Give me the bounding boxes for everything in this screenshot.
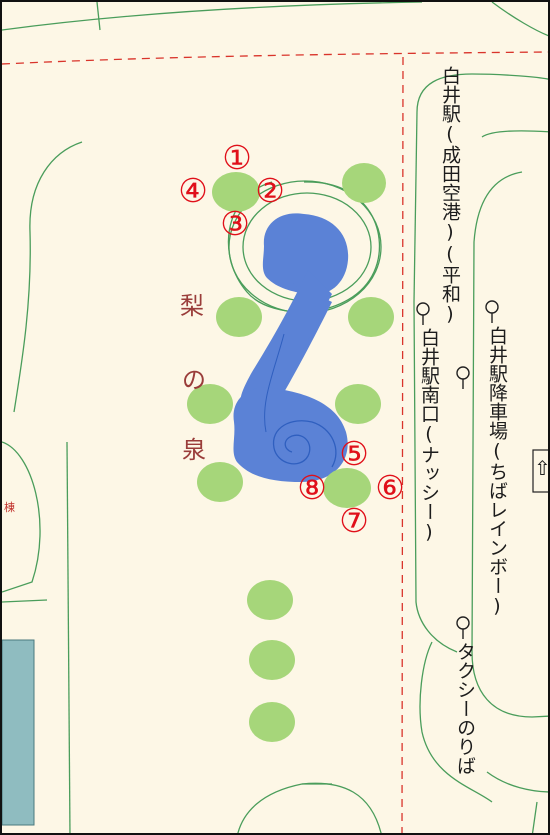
taxi-stand-label[interactable]: タクシーのりば: [454, 642, 476, 775]
fountain-spiral: [272, 420, 337, 468]
fountain-pool: [233, 387, 348, 482]
building-label: 棟: [4, 501, 15, 514]
bus-stop-icon[interactable]: [415, 302, 431, 326]
tree: [335, 384, 381, 424]
building-outline: [2, 441, 41, 593]
road-line: [96, 2, 101, 31]
marker-5[interactable]: ⑤: [339, 434, 369, 473]
road-line: [491, 2, 548, 37]
bus-stop-icon[interactable]: [484, 300, 500, 324]
road-line: [2, 2, 423, 31]
road-line: [416, 73, 548, 113]
bus-stop-icon[interactable]: [455, 616, 471, 640]
marker-3[interactable]: ③: [220, 204, 250, 243]
tree: [212, 172, 260, 212]
road-line: [301, 782, 382, 833]
marker-4[interactable]: ④: [178, 171, 208, 210]
tree: [342, 163, 386, 203]
road-line: [481, 130, 548, 138]
boundary-dashed: [2, 51, 548, 65]
road-line: [471, 171, 548, 718]
fountain-channel: [240, 270, 332, 412]
tree: [323, 468, 371, 508]
building: [2, 639, 35, 826]
tree: [247, 580, 293, 620]
marker-7[interactable]: ⑦: [339, 501, 369, 540]
fountain-spiral: [264, 333, 285, 433]
poi-name-char: 泉: [182, 436, 206, 464]
poi-name-char: 梨: [180, 292, 204, 320]
tree: [348, 297, 394, 337]
road-line: [419, 641, 493, 803]
trees: [187, 163, 394, 742]
marker-1[interactable]: ①: [222, 138, 252, 177]
poi-name-char: の: [182, 366, 206, 394]
marker-8[interactable]: ⑧: [297, 468, 327, 507]
road-line: [237, 783, 332, 833]
exit-arrow-glyph: ⇧: [534, 456, 550, 480]
road-line: [2, 599, 48, 603]
exit-arrow-icon: [532, 449, 548, 493]
bus-stop-icon[interactable]: [455, 366, 471, 390]
bus-stop-label-shirai-narita[interactable]: 白井駅(成田空港)(平和): [439, 66, 461, 325]
marker-2[interactable]: ②: [255, 171, 285, 210]
road-line: [486, 771, 548, 793]
road-line: [531, 801, 538, 833]
bus-stop-label-shirai-drop[interactable]: 白井駅降車場(ちばレインボー): [486, 326, 508, 617]
tree: [249, 640, 295, 680]
tree: [216, 297, 262, 337]
road-line: [66, 441, 71, 833]
tree: [197, 462, 243, 502]
boundary-dashed: [401, 56, 404, 833]
marker-6[interactable]: ⑥: [375, 468, 405, 507]
road-line: [413, 301, 458, 653]
tree: [249, 702, 295, 742]
tree: [187, 384, 233, 424]
fountain-head: [262, 213, 349, 295]
bus-stop-label-shirai-minami[interactable]: 白井駅南口(ナッシー): [418, 328, 440, 543]
road-line: [13, 141, 83, 413]
road-line: [413, 111, 418, 303]
